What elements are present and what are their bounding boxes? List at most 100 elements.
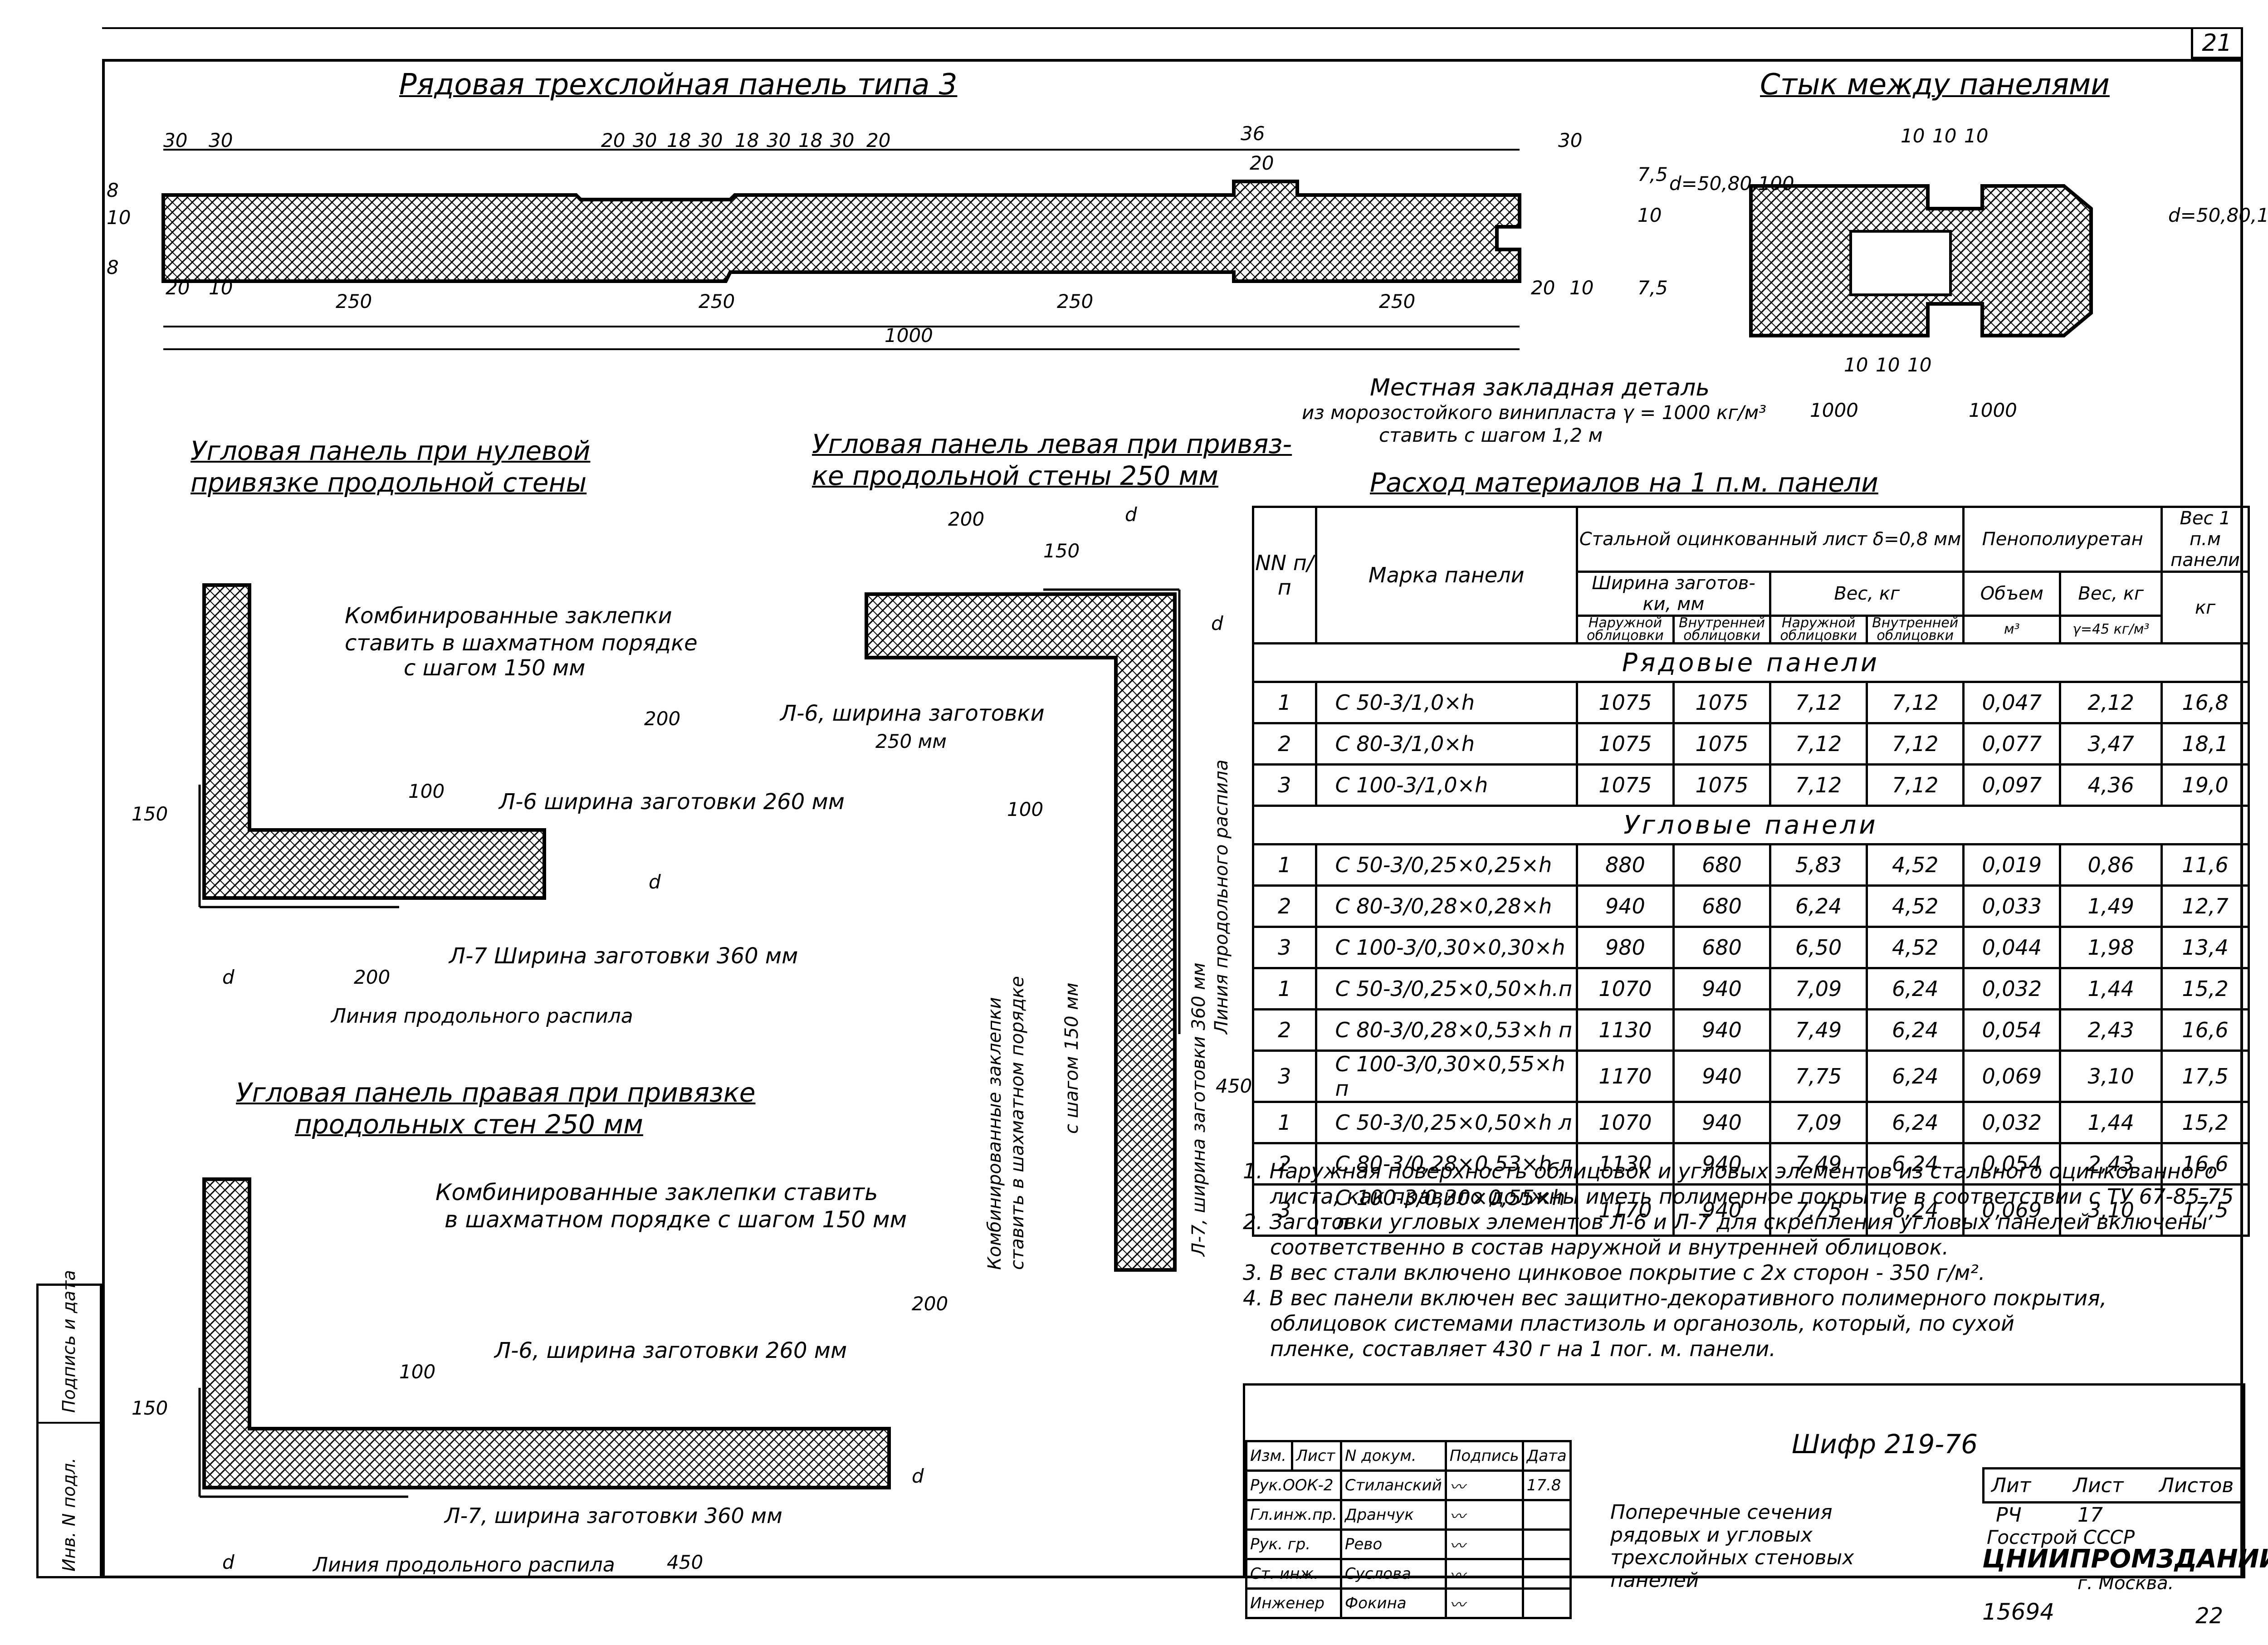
materials-corner-panel-cell: 3 (1252, 1049, 1317, 1103)
joint-detail-title: Местная закладная деталь (1370, 374, 1710, 401)
side-stamp-inventory: Инв. N подл. (59, 1457, 79, 1572)
corner-left-cut: Линия продольного распила (1211, 759, 1232, 1034)
row-panel-dim-top-2: 30 (209, 129, 233, 151)
row-panel-dim-top-5: 18 (667, 129, 691, 151)
row-panel-dim-top-13: 20 (1250, 152, 1274, 174)
materials-corner-panel-cell: 0,019 (1962, 843, 2062, 887)
materials-row-panel-cell: 7,12 (1769, 681, 1868, 724)
materials-row-panel-cell: 7,12 (1866, 681, 1965, 724)
corner-right-body (202, 1177, 891, 1489)
materials-corner-panel-cell: 0,069 (1962, 1049, 2062, 1103)
materials-corner-panel-cell: 6,24 (1769, 884, 1868, 928)
corner-zero-dim-2: 200 (644, 708, 681, 730)
sheet-number: 21 (2191, 27, 2243, 59)
materials-corner-panel-cell: 1170 (1575, 1183, 1675, 1237)
materials-row-panel-cell: 0,097 (1962, 763, 2062, 807)
tb-role-2: Гл.инж.пр. (1245, 1499, 1342, 1531)
tb-head-doc: N докум. (1339, 1440, 1447, 1472)
materials-corner-panel-cell: 12,7 (2160, 884, 2250, 928)
joint-bottom-dim-1: 10 (1844, 354, 1868, 376)
corner-left-rivets-2: ставить в шахматном порядке (1007, 976, 1028, 1270)
row-panel-dim-right-2: 10 (1637, 204, 1662, 226)
tb-sign-5: 〰 (1444, 1587, 1524, 1619)
materials-row-panel-cell: 4,36 (2059, 763, 2163, 807)
row-panel-dim-right-3: 7,5 (1637, 277, 1668, 299)
tb-role-5: Инженер (1245, 1587, 1342, 1619)
materials-head-foam: Пенополиуретан (1962, 506, 2163, 573)
joint-detail-line1: из морозостойкого винипласта γ = 1000 кг… (1302, 401, 1767, 424)
corner-left-dim-2: d (1125, 503, 1137, 526)
corner-right-drawing (198, 1177, 891, 1498)
materials-corner-panel-cell: 7,49 (1769, 1142, 1868, 1186)
materials-corner-panel-cell: 2 (1252, 1142, 1317, 1186)
corner-zero-dim-4: d (649, 871, 661, 893)
materials-corner-panel-cell: С 50-3/0,25×0,50×h л (1315, 1101, 1578, 1144)
note-line-3: 2. Заготовки угловых элементов Л-6 и Л-7… (1243, 1210, 2208, 1234)
joint-drawing (1749, 184, 2093, 337)
joint-detail-line2: ставить с шагом 1,2 м (1379, 424, 1603, 446)
materials-row-panel-cell: 1075 (1575, 681, 1675, 724)
note-line-7: облицовок системами пластизоль и органоз… (1270, 1311, 2014, 1336)
materials-head-brand: Марка панели (1315, 506, 1578, 644)
tb-sign-3: 〰 (1444, 1528, 1524, 1560)
materials-corner-panel-cell: 1070 (1575, 1101, 1675, 1144)
row-panel-dim-left-3: 8 (107, 256, 119, 278)
corner-right-l6: Л-6, ширина заготовки 260 мм (494, 1338, 847, 1363)
tb-name-4: Суслова (1339, 1558, 1447, 1590)
materials-head-weight: Вес, кг (1769, 571, 1965, 617)
materials-corner-panel-cell: 940 (1672, 1101, 1772, 1144)
corner-left-body (865, 592, 1177, 1272)
bottom-sheet-number: 22 (2195, 1603, 2224, 1629)
materials-row-panel-cell: 1075 (1672, 763, 1772, 807)
tb-date-1: 17.8 (1521, 1469, 1572, 1501)
corner-right-l7: Л-7, ширина заготовки 360 мм (445, 1503, 782, 1528)
materials-head-gamma: γ=45 кг/м³ (2059, 615, 2163, 644)
title-block-staff: Изм. Лист N докум. Подпись Дата Рук.ООК-… (1245, 1440, 1572, 1619)
corner-left-title-1: Угловая панель левая при привяз- (812, 429, 1292, 459)
materials-corner-panel-cell: 7,75 (1769, 1183, 1868, 1237)
side-stamp: Подпись и дата Инв. N подл. (36, 1270, 102, 1578)
corner-zero-dim-5: d (222, 966, 235, 988)
tb-head-change: Изм. (1245, 1440, 1294, 1472)
row-panel-body (161, 180, 1521, 283)
materials-corner-panel-cell: 7,09 (1769, 1101, 1868, 1144)
materials-section-corner: Угловые панели (1252, 805, 2250, 845)
materials-corner-panel-cell: 15,2 (2160, 967, 2250, 1010)
materials-row-panel-cell: С 50-3/1,0×h (1315, 681, 1578, 724)
row-panel-dim-bottom-4: 250 (699, 290, 735, 312)
row-panel-dim-top-6: 30 (699, 129, 723, 151)
materials-row-panel-cell: 1 (1252, 681, 1317, 724)
materials-corner-panel-cell: 17,5 (2160, 1049, 2250, 1103)
row-panel-dim-top-7: 18 (735, 129, 759, 151)
joint-top-dim-1: 10 (1901, 125, 1925, 147)
corner-left-l6-width: 250 мм (875, 730, 947, 752)
corner-zero-cut: Линия продольного распила (331, 1005, 633, 1028)
tb-name-2: Дранчук (1339, 1499, 1447, 1531)
corner-zero-body (202, 583, 546, 900)
materials-corner-panel-cell: 2,43 (2059, 1008, 2163, 1052)
row-panel-dim-top-10: 30 (830, 129, 855, 151)
materials-row-panel-cell: 1075 (1672, 722, 1772, 766)
materials-row-panel-cell: 2 (1252, 722, 1317, 766)
materials-corner-panel-cell: 1,98 (2059, 926, 2163, 969)
corner-zero-rivets-3: с шагом 150 мм (404, 655, 586, 681)
corner-right-dim-5: d (222, 1551, 235, 1573)
side-stamp-signature-date: Подпись и дата (59, 1270, 79, 1413)
tb-name-1: Стиланский (1339, 1469, 1447, 1501)
materials-corner-panel-cell: 0,033 (1962, 884, 2062, 928)
materials-corner-panel-cell: С 50-3/0,25×0,25×h (1315, 843, 1578, 887)
materials-corner-panel-cell: 2,43 (2059, 1142, 2163, 1186)
materials-row-panel-cell: С 80-3/1,0×h (1315, 722, 1578, 766)
materials-corner-panel-cell: 7,75 (1769, 1049, 1868, 1103)
materials-corner-panel-cell: 1,49 (2059, 884, 2163, 928)
corner-right-dim-3: 100 (399, 1361, 436, 1383)
joint-insert (1849, 230, 1952, 296)
note-line-6: 4. В вес панели включен вес защитно-деко… (1243, 1286, 2107, 1310)
title-block-description: Поперечные сечения рядовых и угловых тре… (1610, 1501, 1854, 1592)
tb-sign-1: 〰 (1444, 1469, 1524, 1501)
